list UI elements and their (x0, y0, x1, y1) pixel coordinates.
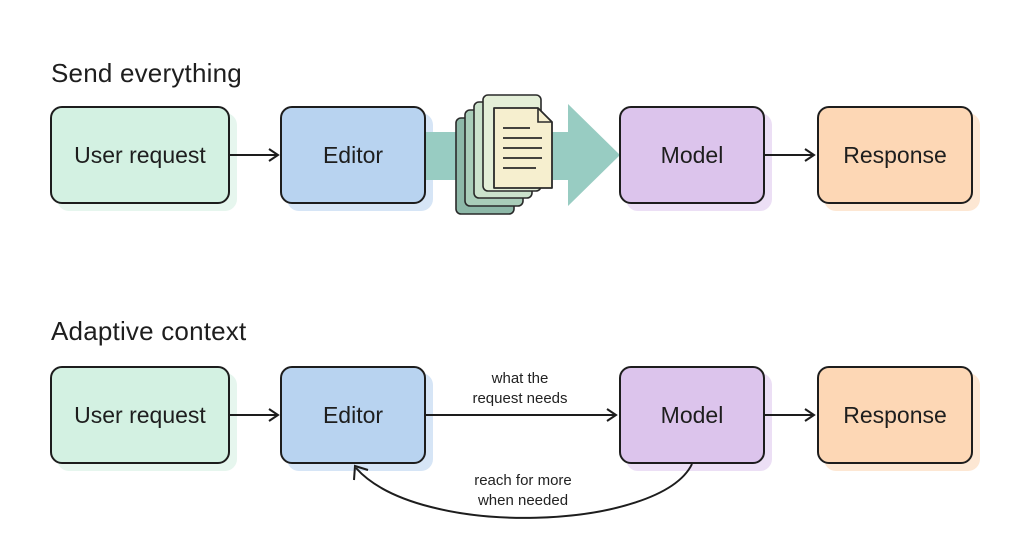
node-model: Model (619, 366, 765, 464)
edge-label-reach-for-more: reach for more when needed (474, 472, 572, 509)
node-user-request: User request (50, 106, 230, 204)
arrow-model-to-editor-curve (353, 463, 693, 519)
node-editor: Editor (280, 366, 426, 464)
arrow-user-to-editor (230, 148, 280, 162)
node-response: Response (817, 106, 973, 204)
node-user-request: User request (50, 366, 230, 464)
node-editor: Editor (280, 106, 426, 204)
arrow-model-to-response-2 (765, 408, 816, 422)
node-response: Response (817, 366, 973, 464)
arrow-editor-to-model (426, 408, 618, 422)
section-title-adaptive-context: Adaptive context (51, 316, 247, 346)
edge-label-what-the-request-needs: what the request needs (472, 370, 568, 407)
arrow-model-to-response (765, 148, 816, 162)
arrow-user-to-editor-2 (230, 408, 280, 422)
section-title-send-everything: Send everything (51, 58, 242, 88)
node-model: Model (619, 106, 765, 204)
document-stack-icon (455, 94, 553, 215)
